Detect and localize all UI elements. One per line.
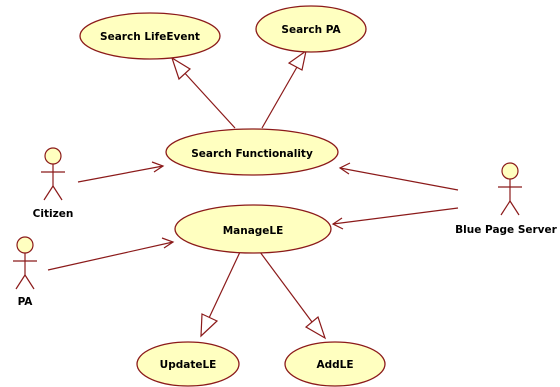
- usecase-managele[interactable]: ManageLE: [174, 204, 332, 254]
- usecase-label: UpdateLE: [160, 359, 217, 371]
- usecase-label: Search LifeEvent: [100, 31, 200, 43]
- association-citizen-search: [77, 161, 165, 183]
- association-bluepage-search: [338, 162, 459, 191]
- actor-label: Citizen: [33, 208, 74, 220]
- usecase-label: ManageLE: [223, 225, 284, 237]
- actor-pa[interactable]: PA: [13, 236, 37, 308]
- usecase-label: Search PA: [281, 24, 341, 36]
- usecase-label: AddLE: [316, 359, 353, 371]
- generalization-search-pa: [261, 49, 307, 129]
- usecase-search-pa[interactable]: Search PA: [255, 5, 367, 53]
- actor-stick-figure-icon: [41, 147, 65, 201]
- usecase-search-lifeevent[interactable]: Search LifeEvent: [79, 12, 221, 60]
- usecase-label: Search Functionality: [191, 148, 313, 160]
- generalization-search-lifeevent: [170, 56, 236, 129]
- actor-stick-figure-icon: [13, 236, 37, 290]
- generalization-updatele: [200, 251, 241, 338]
- usecase-updatele[interactable]: UpdateLE: [136, 341, 240, 387]
- actor-citizen[interactable]: Citizen: [33, 147, 74, 220]
- usecase-addle[interactable]: AddLE: [284, 341, 386, 387]
- actor-blue-page-server[interactable]: Blue Page Server: [455, 162, 558, 236]
- actor-stick-figure-icon: [498, 162, 522, 216]
- usecase-search-functionality[interactable]: Search Functionality: [165, 128, 339, 176]
- association-bluepage-managele: [331, 207, 459, 230]
- actor-label: Blue Page Server: [455, 224, 557, 236]
- association-pa-managele: [47, 237, 175, 271]
- generalization-addle: [259, 251, 327, 340]
- actor-label: PA: [18, 296, 34, 308]
